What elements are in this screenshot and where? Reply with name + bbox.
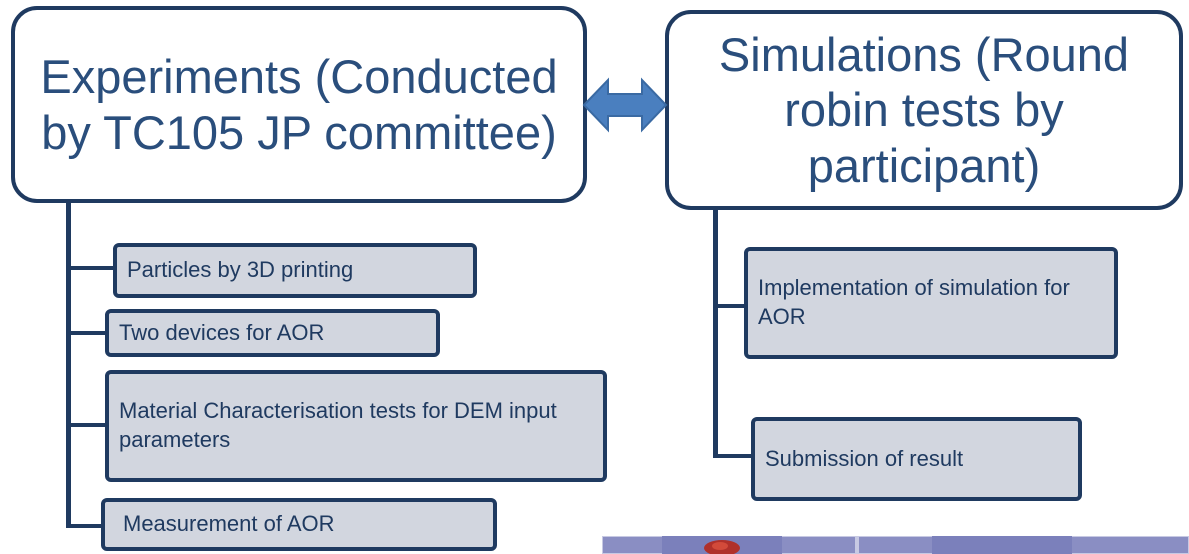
item-measurement-aor: Measurement of AOR — [101, 498, 497, 551]
left-branch-2 — [66, 331, 108, 335]
left-branch-1 — [66, 266, 116, 270]
item-implementation-simulation: Implementation of simulation for AOR — [744, 247, 1118, 359]
left-tree-trunk — [66, 202, 71, 528]
experiments-title-box: Experiments (Conducted by TC105 JP commi… — [11, 6, 587, 203]
experiments-title: Experiments (Conducted by TC105 JP commi… — [40, 50, 558, 159]
simulations-title-box: Simulations (Round robin tests by partic… — [665, 10, 1183, 210]
right-branch-1 — [713, 304, 749, 308]
left-branch-3 — [66, 423, 108, 427]
double-arrow-icon — [582, 77, 668, 133]
item-submission-result: Submission of result — [751, 417, 1082, 501]
left-branch-4 — [66, 524, 106, 528]
right-tree-trunk — [713, 208, 718, 458]
simulation-preview-image — [602, 536, 1189, 554]
item-two-devices-aor: Two devices for AOR — [105, 309, 440, 357]
simulations-title: Simulations (Round robin tests by partic… — [718, 27, 1130, 192]
right-branch-2 — [713, 454, 755, 458]
item-particles-3d-printing: Particles by 3D printing — [113, 243, 477, 298]
item-material-characterisation: Material Characterisation tests for DEM … — [105, 370, 607, 482]
